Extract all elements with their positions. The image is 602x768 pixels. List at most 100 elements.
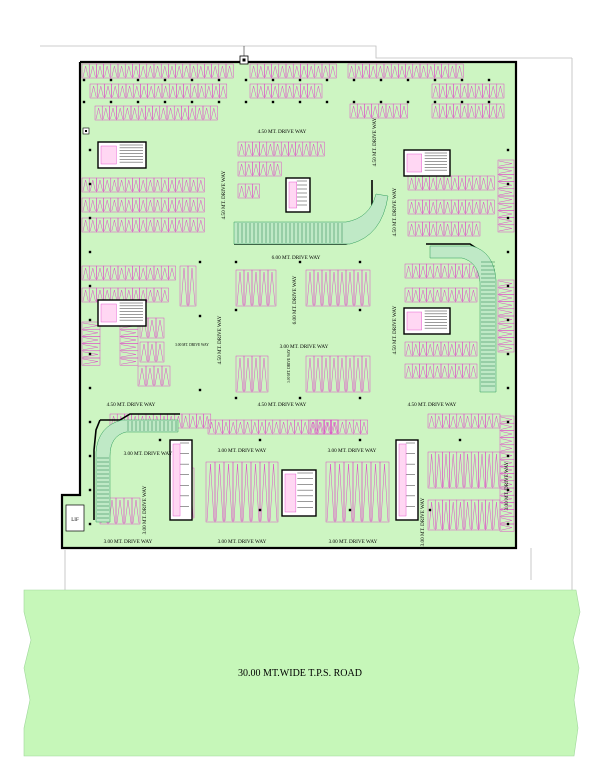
parking-bay-mark <box>245 185 252 198</box>
parking-bay-mark <box>473 223 480 236</box>
parking-bay-mark <box>354 357 362 392</box>
structural-column <box>506 488 510 492</box>
parking-bay <box>196 197 205 213</box>
parking-bay-mark <box>268 271 276 306</box>
parking-bay-mark <box>330 271 338 306</box>
parking-bay-mark <box>430 201 437 214</box>
outer-wall <box>60 60 518 550</box>
parking-bay-mark <box>386 105 393 118</box>
parking-bay-mark <box>466 223 473 236</box>
parking-bay-mark <box>118 289 125 302</box>
parking-bay-mark <box>361 421 367 434</box>
parking-bay-mark <box>480 201 487 214</box>
structural-column <box>136 78 140 82</box>
drive-label-strip-center: 3.00 MT. DRIVE WAY <box>218 448 267 454</box>
drive-way-labels: 4.50 MT. DRIVE WAY 6.00 MT. DRIVE WAY 3.… <box>104 117 510 546</box>
parking-bay-mark <box>140 199 147 212</box>
structural-column <box>217 100 221 104</box>
parking-bay <box>469 341 478 357</box>
parking-bay-mark <box>498 225 513 232</box>
structural-column <box>163 100 167 104</box>
parking-bay <box>328 63 337 79</box>
parking-bay-mark <box>289 143 295 156</box>
parking-bay-mark <box>223 421 229 434</box>
parking-bay-mark <box>147 199 154 212</box>
parking-bay-mark <box>420 289 426 302</box>
parking-bay-mark <box>153 107 160 120</box>
lift-label: LIF <box>71 518 79 523</box>
structural-column <box>271 100 275 104</box>
parking-bay-mark <box>253 185 259 198</box>
parking-bay-mark <box>89 199 96 212</box>
parking-bay-mark <box>131 107 138 120</box>
parking-bay-mark <box>498 280 513 287</box>
parking-bay-mark <box>314 271 322 306</box>
structural-column <box>82 100 86 104</box>
parking-bay-mark <box>120 329 137 336</box>
parking-bay-mark <box>317 421 324 434</box>
structural-column <box>460 100 464 104</box>
parking-bay-mark <box>82 219 89 232</box>
parking-bay-mark <box>120 337 137 343</box>
parking-bay-mark <box>437 177 444 190</box>
parking-bay-mark <box>140 65 147 78</box>
structural-column <box>406 78 410 82</box>
structural-column <box>433 100 437 104</box>
parking-bay-mark <box>500 510 513 517</box>
drive-label-upper-mid: 6.00 MT. DRIVE WAY <box>272 255 321 261</box>
structural-column <box>298 396 302 400</box>
structural-column <box>325 100 329 104</box>
parking-bay <box>486 199 495 215</box>
parking-bay-mark <box>162 85 169 98</box>
parking-bay-mark <box>104 219 111 232</box>
parking-bay-mark <box>296 143 303 156</box>
parking-bay-mark <box>423 201 429 214</box>
parking-bay-mark <box>441 365 448 378</box>
parking-bay-mark <box>252 357 260 392</box>
parking-bay-mark <box>444 201 451 214</box>
parking-bay-mark <box>82 337 99 343</box>
parking-bay-mark <box>391 65 398 78</box>
structural-column <box>506 148 510 152</box>
drive-label-v-center: 6.00 MT. DRIVE WAY <box>292 275 298 324</box>
parking-bay-mark <box>180 267 188 306</box>
lift-shaft <box>172 443 181 517</box>
parking-bay-mark <box>487 201 494 214</box>
parking-bay-mark <box>483 105 489 118</box>
parking-bay-mark <box>303 143 310 156</box>
structural-column <box>190 100 194 104</box>
structural-column <box>406 100 410 104</box>
lift-shaft <box>406 153 422 173</box>
parking-bay-mark <box>82 289 89 302</box>
parking-bay-mark <box>147 267 154 280</box>
structural-column <box>88 454 92 458</box>
parking-bay-mark <box>486 453 493 488</box>
structural-column <box>88 182 92 186</box>
structural-column <box>88 386 92 390</box>
structural-column <box>487 78 491 82</box>
structural-column <box>428 508 432 512</box>
parking-bay-mark <box>439 85 446 98</box>
parking-bay-mark <box>412 265 419 278</box>
parking-bay <box>203 413 212 429</box>
parking-bay-mark <box>483 85 489 98</box>
structural-column <box>136 100 140 104</box>
parking-bay-mark <box>251 463 260 522</box>
stair-core <box>395 439 419 521</box>
parking-bay <box>496 103 505 119</box>
parking-bay-mark <box>118 219 125 232</box>
lift-shaft <box>100 145 117 165</box>
parking-bay-mark <box>427 65 434 78</box>
parking-bay-mark <box>348 65 355 78</box>
parking-bay-mark <box>259 421 265 434</box>
parking-bay-mark <box>316 421 323 434</box>
parking-bay-mark <box>475 105 482 118</box>
parking-bay-mark <box>138 367 146 386</box>
parking-bay-mark <box>308 85 315 98</box>
parking-bay-mark <box>97 289 103 302</box>
parking-bay-mark <box>498 167 513 174</box>
parking-bay-mark <box>454 105 461 118</box>
parking-bay <box>155 341 165 363</box>
parking-bay-mark <box>353 463 362 522</box>
parking-bay-mark <box>443 453 449 488</box>
